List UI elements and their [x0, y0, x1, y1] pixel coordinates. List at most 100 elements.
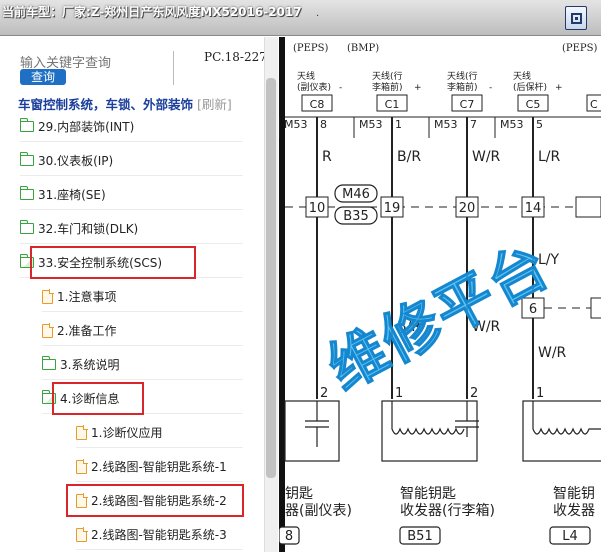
connector-box — [517, 94, 549, 112]
folder-icon — [19, 118, 34, 132]
tree-item-label: 1.注意事项 — [57, 290, 117, 304]
antenna-label: (副仪表) — [297, 81, 331, 93]
component-code: L4 — [562, 529, 578, 544]
folder-icon — [19, 152, 34, 166]
antenna-coil-box — [381, 400, 478, 462]
folder-icon — [19, 220, 34, 234]
tree-item-label: 2.线路图-智能钥匙系统-2 — [91, 494, 227, 508]
bottom-pin: 2 — [470, 386, 478, 401]
antenna-label: 李箱前) — [372, 81, 403, 93]
wiring-diagram-canvas: (PEPS)(BMP)(PEPS)天线(副仪表)-天线(行李箱前)+天线(行李箱… — [279, 37, 601, 552]
document-code: PC.18-227 — [204, 50, 267, 64]
wire-color-label: B/R — [397, 319, 421, 335]
left-panel: 查询 PC.18-227 车窗控制系统，车锁、外部装饰[刷新] 29.内部装饰(… — [0, 37, 278, 552]
capacitor-symbol — [305, 401, 329, 447]
jumper-label: M46 — [342, 187, 370, 202]
antenna-sign: - — [489, 83, 492, 93]
antenna-sign: + — [414, 83, 422, 93]
diagram-tag: (PEPS) — [562, 43, 598, 54]
component-label: 智能钥匙 — [400, 486, 456, 502]
component-label: 钥匙 — [285, 486, 313, 502]
pin-number: 7 — [470, 118, 477, 131]
tree-item[interactable]: 2.准备工作 — [42, 316, 243, 346]
restore-window-icon — [571, 13, 582, 24]
document-icon — [76, 527, 88, 542]
refresh-link[interactable]: [刷新] — [197, 97, 232, 112]
breadcrumb-text[interactable]: 车窗控制系统，车锁、外部装饰 — [18, 97, 194, 112]
wire-color-label: L/Y — [538, 252, 560, 268]
pin-prefix: M53 — [434, 118, 458, 131]
wire-color-label: B/R — [397, 149, 421, 165]
diagram-tag: (PEPS) — [293, 43, 329, 54]
diagram-border — [279, 37, 285, 552]
connector-box — [586, 94, 601, 112]
jumper-label: B35 — [343, 209, 368, 224]
pin-number: 1 — [395, 118, 402, 131]
antenna-label: 天线(行 — [372, 70, 403, 82]
tree-item[interactable]: 3.系统说明 — [41, 350, 243, 380]
search-divider — [173, 51, 174, 85]
search-button[interactable]: 查询 — [20, 69, 66, 85]
search-input[interactable] — [20, 53, 170, 73]
tree-item-label: 2.线路图-智能钥匙系统-1 — [91, 460, 227, 474]
component-code-box — [279, 526, 300, 545]
connector-label: C7 — [460, 98, 475, 111]
connector-label: C5 — [526, 98, 541, 111]
pin-prefix: M53 — [284, 118, 308, 131]
document-icon — [76, 493, 88, 508]
restore-window-button[interactable] — [565, 6, 587, 30]
bottom-pin: 1 — [536, 386, 544, 401]
tree-item[interactable]: 29.内部装饰(INT) — [19, 112, 243, 142]
component-label: 收发器(行李箱) — [400, 503, 495, 519]
connector-box — [301, 94, 333, 112]
scrollbar-thumb[interactable] — [266, 78, 276, 478]
component-label: 智能钥 — [553, 486, 595, 502]
coil-symbol — [391, 401, 465, 435]
junction-pin-box — [590, 297, 601, 319]
tree-item-label: 2.线路图-智能钥匙系统-3 — [91, 528, 227, 542]
window-title: 当前车型：厂家:Z-郑州日产东风风度MX52016-2017 — [2, 5, 302, 19]
tree-item[interactable]: 30.仪表板(IP) — [19, 146, 243, 176]
antenna-label: 天线(行 — [447, 70, 478, 82]
highlight-box — [30, 246, 196, 279]
capacitor-symbol — [455, 401, 479, 437]
junction-pin-box — [521, 297, 545, 319]
antenna-sign: - — [339, 83, 342, 93]
pin-prefix: M53 — [500, 118, 524, 131]
component-label: 收发器 — [553, 503, 595, 519]
folder-open-icon — [19, 254, 34, 268]
wire-color-label: W/R — [472, 149, 501, 165]
antenna-label: 天线 — [297, 70, 315, 82]
pin-number: 5 — [536, 118, 543, 131]
connector-label: C — [590, 98, 598, 111]
tree-item[interactable]: 2.线路图-智能钥匙系统-3 — [76, 520, 243, 550]
tree-item[interactable]: 1.注意事项 — [42, 282, 243, 312]
jumper-oval — [334, 184, 378, 203]
connector-label: C8 — [310, 98, 325, 111]
diagram-tag: (BMP) — [347, 43, 379, 54]
junction-pin: 19 — [384, 201, 401, 216]
pin-prefix: M53 — [359, 118, 383, 131]
tree-item[interactable]: 32.车门和锁(DLK) — [19, 214, 243, 244]
tree-item[interactable]: 31.座椅(SE) — [19, 180, 243, 210]
wire-color-label: L/R — [538, 149, 561, 165]
folder-icon — [41, 356, 56, 370]
breadcrumb[interactable]: 车窗控制系统，车锁、外部装饰[刷新] — [18, 94, 232, 113]
antenna-sign: + — [555, 83, 563, 93]
component-code-box — [399, 526, 441, 545]
tree-item[interactable]: 1.诊断仪应用 — [76, 418, 243, 448]
tree-item-label: 31.座椅(SE) — [38, 188, 106, 202]
wire-color-label: W/R — [472, 319, 501, 335]
tree-item-label: 3.系统说明 — [60, 358, 120, 372]
junction-pin: 14 — [525, 201, 542, 216]
junction-pin-box — [521, 196, 545, 218]
antenna-coil-box — [284, 400, 340, 462]
tree-item-label: 2.准备工作 — [57, 324, 117, 338]
junction-pin: 6 — [529, 302, 537, 317]
folder-open-icon — [41, 390, 56, 404]
junction-pin-box — [305, 196, 329, 218]
connector-box — [451, 94, 483, 112]
wire-color-label: W/R — [538, 345, 567, 361]
bottom-pin: 1 — [395, 386, 403, 401]
tree-item[interactable]: 2.线路图-智能钥匙系统-1 — [76, 452, 243, 482]
